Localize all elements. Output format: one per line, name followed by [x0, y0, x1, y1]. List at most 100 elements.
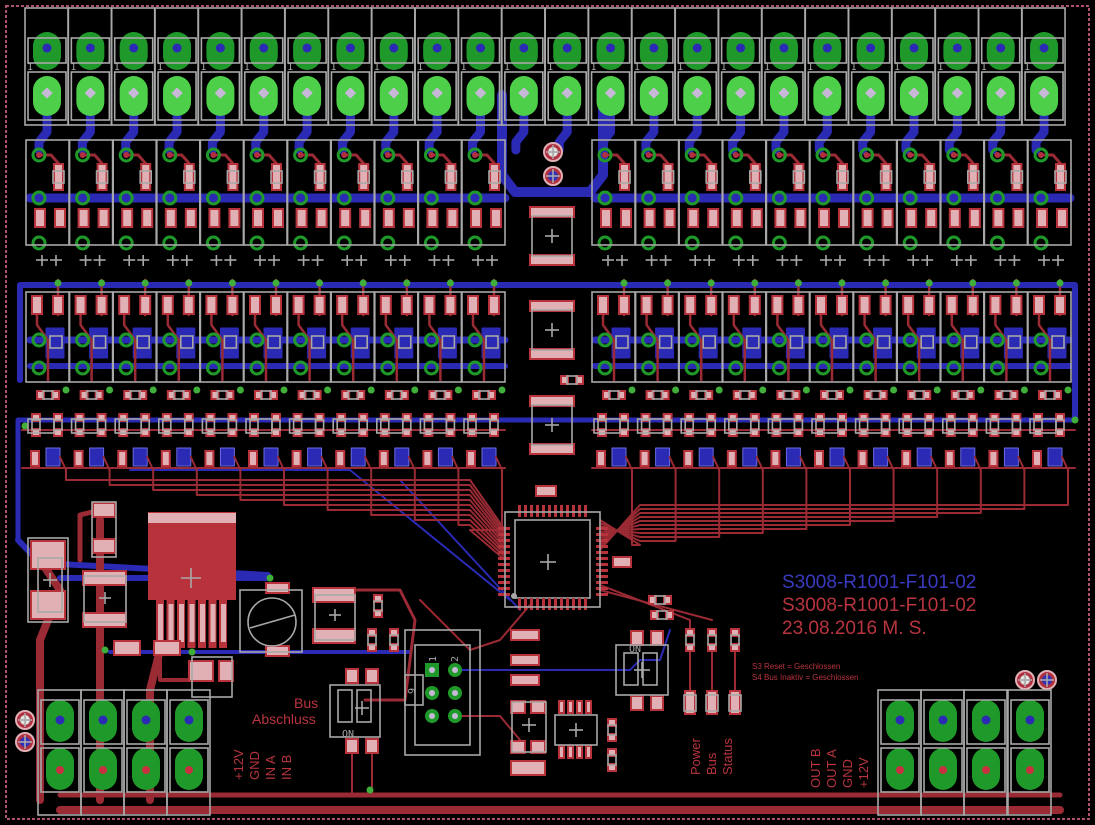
via	[977, 386, 985, 394]
through-hole-drill	[689, 152, 696, 158]
signal-trace	[37, 153, 60, 165]
relay-pad-inner	[686, 297, 695, 313]
terminal-pin-1-mark: 1	[1024, 62, 1030, 73]
terminal-drill	[56, 766, 64, 774]
resistor-pad-inner	[273, 430, 279, 435]
terminal-drill	[41, 87, 53, 99]
mcu-pin	[524, 505, 527, 517]
resistor-pad-inner	[729, 415, 736, 420]
through-hole	[162, 190, 178, 206]
diode-pad-inner	[491, 165, 498, 189]
terminal-drill	[895, 715, 905, 725]
through-hole	[684, 147, 700, 163]
via	[1020, 386, 1028, 394]
through-hole	[989, 332, 1005, 348]
terminal-drill	[476, 43, 485, 53]
resistor-pad-inner	[98, 430, 105, 435]
transistor-pad-inner	[907, 210, 916, 226]
transistor-pad-inner	[1014, 210, 1023, 226]
via	[228, 279, 236, 287]
terminal-block-frame	[1007, 689, 1052, 816]
through-hole	[380, 332, 396, 348]
terminal-drill	[1039, 43, 1049, 53]
note-s4-bus-inactive: S4 Bus Inaktiv = Geschlossen	[752, 673, 859, 682]
diode-pad-inner	[403, 165, 411, 189]
mcu-pin	[596, 533, 608, 536]
through-hole-drill	[341, 152, 348, 158]
terminal-block-slot	[1024, 37, 1064, 64]
transistor-pad-inner	[709, 210, 718, 226]
terminal-block-slot	[200, 71, 241, 121]
diode-body	[879, 170, 893, 184]
ic-pin-inner	[569, 702, 572, 712]
resistor-pad-inner	[946, 452, 953, 465]
regulator-pin-inner	[210, 604, 216, 642]
terminal-block-slot	[113, 37, 154, 64]
header-drill	[452, 690, 458, 696]
resistor-body	[654, 595, 666, 605]
through-hole-drill	[123, 152, 130, 158]
optocoupler-body	[92, 335, 107, 349]
terminal-block-slot	[937, 71, 978, 121]
relay-pad-inner	[76, 297, 85, 313]
in-pin-b: IN B	[279, 755, 294, 780]
terminal-pin-1-mark: 1	[981, 62, 987, 73]
through-hole	[1033, 332, 1049, 348]
resistor-pad-inner	[391, 645, 397, 650]
resistor-pad-inner	[445, 392, 451, 398]
resistor-pad-inner	[664, 430, 671, 435]
signal-trace	[994, 313, 1008, 382]
terminal-drill	[736, 43, 746, 53]
via	[628, 386, 636, 394]
via	[1056, 279, 1064, 287]
relay-pad-inner	[402, 297, 411, 313]
resistor-pad-inner	[251, 415, 257, 420]
diode-body	[139, 170, 152, 184]
through-hole	[771, 147, 787, 163]
mcu-pin	[498, 563, 510, 566]
terminal-block-slot	[200, 37, 241, 64]
switch-pad-inner	[347, 740, 357, 752]
through-hole	[946, 147, 962, 163]
resistor-pad-inner	[708, 430, 715, 435]
fuse-body	[27, 537, 69, 623]
through-hole	[771, 332, 787, 348]
through-hole	[423, 190, 439, 206]
bottom-pad	[350, 447, 366, 467]
optocoupler-body	[441, 335, 456, 349]
through-hole	[815, 360, 831, 376]
mcu-pin	[596, 551, 608, 554]
through-hole	[946, 235, 962, 251]
optocoupler-body	[658, 335, 673, 349]
relay-pad-inner	[947, 297, 956, 313]
led-pad-inner	[731, 692, 739, 713]
terminal-pin-1-mark: 1	[461, 62, 467, 73]
terminal-pin-1-mark: 1	[851, 62, 857, 73]
terminal-drill	[909, 43, 919, 53]
resistor-pad-inner	[38, 392, 43, 398]
transistor-pad-inner	[36, 210, 44, 226]
resistor-pad-inner	[369, 645, 375, 650]
relay-pad-inner	[33, 297, 41, 313]
terminal-block-slot	[113, 71, 154, 121]
bottom-pad	[263, 447, 279, 467]
bottom-pad	[307, 447, 323, 467]
relay-pad-inner	[338, 297, 347, 313]
bottom-pad	[219, 447, 235, 467]
mcu-pin	[498, 593, 510, 596]
date-author: 23.08.2016 M. S.	[782, 618, 927, 639]
optocoupler-body	[615, 335, 629, 349]
signal-trace	[122, 313, 137, 382]
diode-pad-inner	[447, 165, 455, 189]
resistor-pad-inner	[142, 430, 149, 435]
through-hole	[859, 235, 875, 251]
resistor-pad-inner	[512, 762, 544, 774]
resistor-pad-inner	[562, 377, 567, 383]
via	[98, 279, 106, 287]
terminal-block-slot	[894, 37, 934, 64]
optocoupler-body	[963, 335, 978, 349]
transistor-pad-inner	[297, 210, 306, 226]
resistor-pad-inner	[512, 656, 538, 664]
terminal-drill	[1025, 715, 1035, 725]
resistor-pad-inner	[967, 392, 973, 398]
